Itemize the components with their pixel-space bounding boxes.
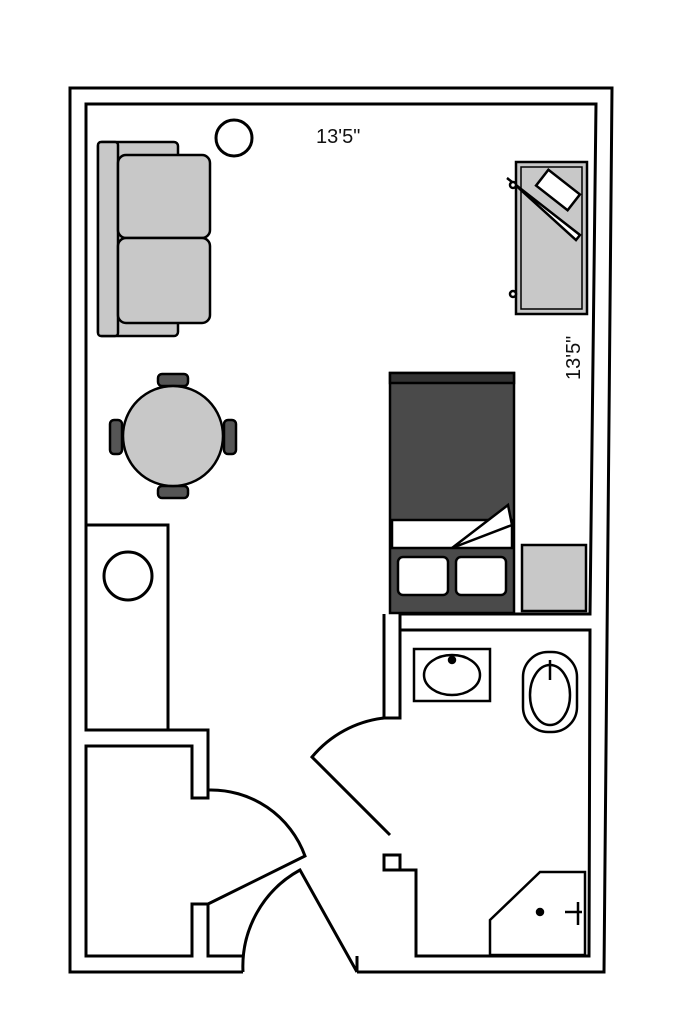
entry-door — [241, 867, 359, 973]
bathroom-wall — [382, 614, 402, 718]
dresser — [506, 160, 589, 316]
closet-door — [207, 788, 307, 906]
tv — [506, 177, 582, 242]
bed — [388, 371, 516, 615]
shower — [488, 870, 587, 957]
floor-lamp — [214, 118, 254, 158]
width-dimension-label: 13'5" — [316, 126, 360, 148]
pillow — [454, 555, 508, 597]
bathroom-door — [309, 716, 392, 837]
kitchen-sink — [102, 550, 154, 602]
depth-dimension-label: 13'5" — [563, 336, 585, 380]
sofa — [96, 140, 212, 338]
bathroom-sink — [412, 647, 492, 703]
nightstand — [520, 543, 588, 613]
outer-wall — [68, 86, 614, 974]
pillow — [396, 555, 450, 597]
toilet — [521, 650, 579, 734]
dining-table — [108, 372, 238, 500]
